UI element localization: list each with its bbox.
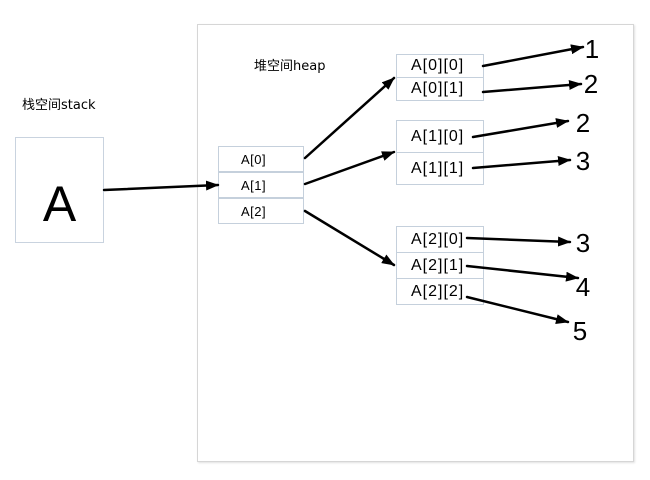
value-1-0: 2 — [575, 108, 591, 138]
outer-array-cell-0: A[0] — [218, 146, 304, 172]
arrow-cell-2-0-to-value — [465, 236, 572, 247]
row-1-cell-0: A[1][0] — [396, 120, 484, 153]
row-1-cell-1: A[1][1] — [396, 152, 484, 185]
arrow-outer-1-to-row-1 — [303, 150, 396, 186]
arrow-cell-2-1-to-value — [465, 264, 580, 282]
arrow-cell-1-0-to-value — [471, 118, 570, 139]
row-0-cell-1: A[0][1] — [396, 77, 484, 101]
row-2-cell-2: A[2][2] — [396, 278, 484, 305]
row-0-cell-0: A[0][0] — [396, 54, 484, 78]
stack-label: 栈空间stack — [22, 98, 96, 113]
value-1-1: 3 — [575, 146, 591, 176]
value-2-2: 5 — [572, 316, 588, 346]
arrow-outer-2-to-row-2 — [303, 209, 396, 267]
arrow-cell-2-2-to-value — [465, 295, 570, 324]
arrow-cell-0-1-to-value — [481, 79, 583, 94]
arrow-stack-to-outer-array — [102, 180, 220, 192]
arrow-cell-1-1-to-value — [471, 156, 572, 170]
arrow-outer-0-to-row-0 — [303, 76, 396, 160]
heap-label: 堆空间heap — [254, 59, 326, 74]
outer-array-cell-2: A[2] — [218, 198, 304, 224]
value-0-1: 2 — [583, 69, 599, 99]
value-2-1: 4 — [575, 272, 591, 302]
row-2-cell-0: A[2][0] — [396, 226, 484, 253]
value-0-0: 1 — [584, 34, 600, 64]
outer-array-cell-1: A[1] — [218, 172, 304, 198]
arrow-cell-0-0-to-value — [481, 44, 585, 68]
value-2-0: 3 — [575, 228, 591, 258]
stack-variable-name: A — [42, 176, 77, 232]
